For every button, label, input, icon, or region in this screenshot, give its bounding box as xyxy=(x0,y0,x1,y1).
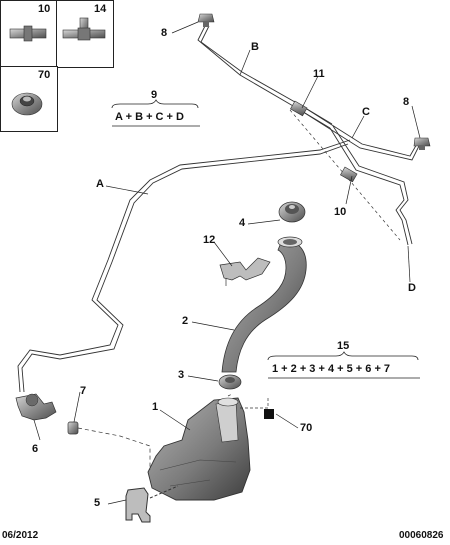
leader-70-dashed xyxy=(227,393,269,409)
washer-tank-1 xyxy=(147,397,251,501)
footer-code: 00060826 xyxy=(399,530,444,541)
inset-label-14: 14 xyxy=(94,3,107,15)
inset-label-10: 10 xyxy=(38,3,51,15)
group-9-bracket xyxy=(111,99,199,109)
callout-5: 5 xyxy=(94,497,101,509)
nozzle-8-top xyxy=(197,13,215,27)
group-15-label: 15 xyxy=(337,340,350,352)
callout-d: D xyxy=(408,282,416,294)
connector-11 xyxy=(290,100,308,117)
pipe-d xyxy=(329,125,413,246)
inset-connector-straight xyxy=(9,25,47,42)
inset-grommet xyxy=(11,92,43,116)
bracket-12 xyxy=(219,257,271,286)
callout-10: 10 xyxy=(334,206,347,218)
leader-lines xyxy=(33,21,421,505)
callout-c: C xyxy=(362,106,370,118)
callout-a: A xyxy=(96,178,104,190)
inset-connector-tee xyxy=(62,17,106,41)
callout-4: 4 xyxy=(239,217,246,229)
filler-cap-4 xyxy=(278,201,306,223)
callout-2: 2 xyxy=(182,315,189,327)
pipe-c xyxy=(299,105,421,161)
callout-8-right: 8 xyxy=(403,96,410,108)
pipe-a xyxy=(17,139,351,393)
filler-tube-2 xyxy=(221,236,307,373)
callout-7: 7 xyxy=(80,385,87,397)
callout-3: 3 xyxy=(178,369,185,381)
inset-label-70: 70 xyxy=(38,69,51,81)
callout-1: 1 xyxy=(152,401,159,413)
callout-12: 12 xyxy=(203,234,216,246)
seal-7 xyxy=(67,421,79,435)
group-15-bracket xyxy=(267,351,419,361)
grommet-3 xyxy=(218,374,242,390)
callout-8-top: 8 xyxy=(161,27,168,39)
callout-11: 11 xyxy=(313,68,325,80)
group-9-formula: A + B + C + D xyxy=(115,111,184,123)
footer-date: 06/2012 xyxy=(2,530,39,541)
nozzle-8-right xyxy=(413,137,431,150)
pump-dashed-link xyxy=(77,427,151,470)
clip-5 xyxy=(125,485,179,523)
group-15-formula: 1 + 2 + 3 + 4 + 5 + 6 + 7 xyxy=(272,363,391,375)
part-70-marker xyxy=(264,409,274,419)
pump-6 xyxy=(15,393,57,421)
connector-10 xyxy=(340,166,358,183)
callout-6: 6 xyxy=(32,443,39,455)
callout-b: B xyxy=(251,41,259,53)
group-9-label: 9 xyxy=(151,89,158,101)
callout-70: 70 xyxy=(300,422,313,434)
